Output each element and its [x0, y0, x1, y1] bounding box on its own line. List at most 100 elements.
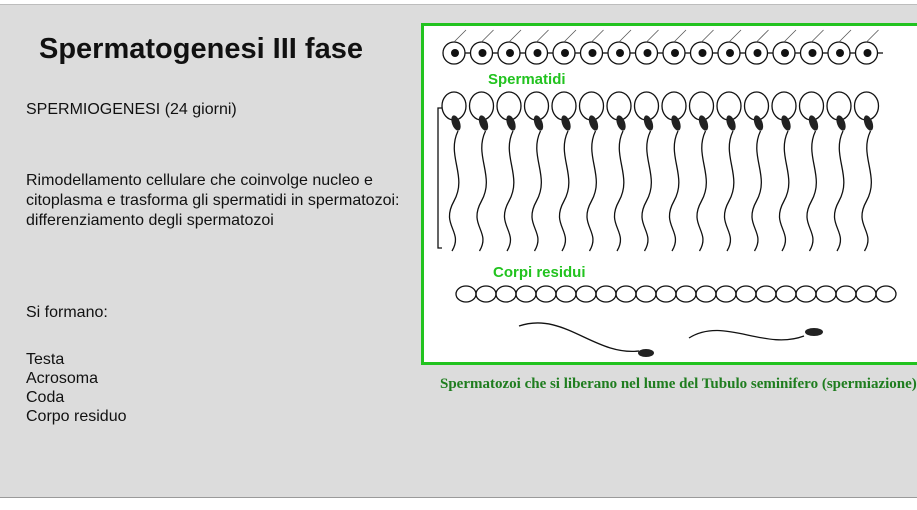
connector-line [591, 29, 604, 43]
residual-body [555, 285, 577, 303]
spermatid-nucleus [588, 49, 597, 57]
residual-body [475, 285, 497, 303]
sperm-head [616, 115, 626, 131]
spermatid-nucleus [863, 49, 872, 57]
spermatid-nucleus [808, 49, 817, 57]
connector-line [508, 29, 522, 43]
residual-body [875, 285, 897, 303]
sperm-tail [558, 130, 570, 252]
sperm-tail [586, 130, 597, 252]
connector-line [646, 29, 659, 43]
spermatid-nucleus [561, 49, 569, 57]
sperm-head [808, 115, 819, 131]
figure-caption: Spermatozoi che si liberano nel lume del… [440, 376, 917, 392]
slide-description: Rimodellamento cellulare che coinvolge n… [26, 172, 400, 229]
sperm-head [698, 115, 709, 131]
sperm-tail [668, 130, 680, 252]
connector-line [783, 29, 797, 43]
connector-line [618, 29, 632, 43]
list-item: Coda [26, 389, 65, 406]
spermatid-nucleus [451, 49, 459, 57]
connector-line [481, 29, 494, 43]
free-sperm-head [638, 349, 654, 357]
sperm-head [478, 115, 489, 131]
spermatid-nucleus [533, 49, 542, 57]
connector-line [866, 29, 879, 43]
spermatid-nucleus [753, 49, 762, 57]
connector-line [756, 29, 769, 43]
residual-body [635, 285, 657, 303]
sperm-tail [806, 130, 817, 252]
connector-line [838, 29, 852, 43]
sperm-head [643, 115, 654, 131]
connector-line [673, 29, 687, 43]
formation-list: Testa Acrosoma Coda Corpo residuo [26, 350, 127, 426]
spermatid-nucleus [781, 49, 789, 57]
spermatid-nucleus [836, 49, 844, 57]
sperm-head [753, 115, 764, 131]
sperm-tail [778, 130, 790, 252]
spermatid-nucleus [671, 49, 679, 57]
slide-title: Spermatogenesi III fase [39, 33, 363, 65]
spermatid-nucleus [616, 49, 624, 57]
sperm-tail [696, 130, 707, 252]
connector-line [728, 29, 742, 43]
sperm-head [561, 115, 571, 131]
spermatid-nucleus [506, 49, 514, 57]
residual-body [535, 285, 557, 303]
bracket-line [437, 107, 442, 249]
residual-body [755, 285, 777, 303]
residual-body [575, 285, 597, 303]
residual-body [615, 285, 637, 303]
residual-body [835, 285, 857, 303]
connector-line [811, 29, 824, 43]
sperm-head [671, 115, 681, 131]
spermatid-nucleus [726, 49, 734, 57]
residual-body [695, 285, 717, 303]
residual-body [795, 285, 817, 303]
sperm-head [781, 115, 791, 131]
sperm-tail [641, 130, 652, 252]
residual-body [655, 285, 677, 303]
sperm-tail [531, 130, 542, 252]
slide: Spermatogenesi III fase SPERMIOGENESI (2… [0, 4, 917, 498]
residual-body [775, 285, 797, 303]
residual-body [455, 285, 477, 303]
connector-line [701, 29, 714, 43]
sperm-head [588, 115, 599, 131]
free-sperm-tail [518, 322, 640, 352]
list-item: Corpo residuo [26, 408, 127, 425]
residual-body [675, 285, 697, 303]
slide-subtitle: SPERMIOGENESI (24 giorni) [26, 101, 237, 118]
formano-label: Si formano: [26, 304, 108, 321]
spermatid-nucleus [698, 49, 707, 57]
list-item: Acrosoma [26, 370, 99, 387]
spermatid-nucleus [643, 49, 652, 57]
label-spermatidi: Spermatidi [488, 71, 566, 88]
sperm-tail [448, 130, 460, 252]
spermiogenesis-drawing [437, 29, 897, 357]
sperm-head [506, 115, 516, 131]
residual-body [735, 285, 757, 303]
connector-line [536, 29, 549, 43]
sperm-tail [476, 130, 487, 252]
label-corpi-residui: Corpi residui [493, 264, 586, 281]
sperm-tail [723, 130, 735, 252]
free-sperm-tail [688, 329, 805, 341]
sperm-tail [861, 130, 872, 252]
residual-body [495, 285, 517, 303]
spermiogenesis-illustration: Spermatidi Corpi residui [421, 23, 917, 365]
residual-body [855, 285, 877, 303]
sperm-head [836, 115, 846, 131]
connector-line [563, 29, 577, 43]
sperm-tail [503, 130, 515, 252]
sperm-head [533, 115, 544, 131]
residual-body [715, 285, 737, 303]
sperm-head [451, 115, 461, 131]
sperm-head [726, 115, 736, 131]
sperm-head [863, 115, 874, 131]
sperm-tail [751, 130, 762, 252]
spermatid-nucleus [478, 49, 487, 57]
sperm-tail [833, 130, 845, 252]
connector-line [453, 29, 467, 43]
